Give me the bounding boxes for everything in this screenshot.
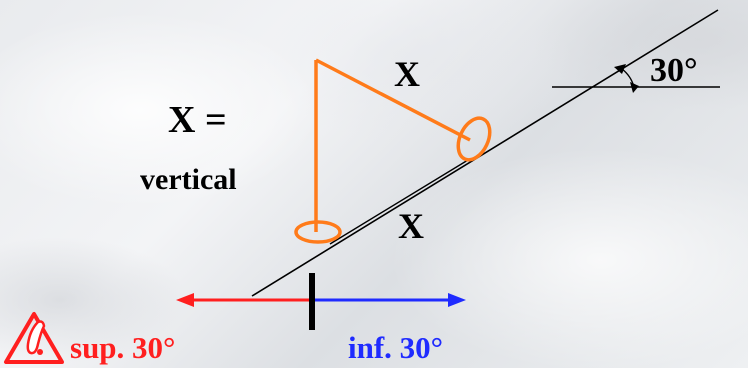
x-top-label: X — [394, 54, 420, 94]
vertical-label: vertical — [140, 163, 237, 196]
angle-arrow-top — [614, 64, 626, 74]
slope-line — [251, 9, 719, 297]
base-ring-left — [294, 220, 342, 244]
x-equals-label: X = — [168, 99, 227, 141]
diagonal-stick — [315, 58, 471, 142]
sup-label: sup. 30° — [70, 330, 175, 365]
angle-label: 30° — [650, 52, 698, 89]
inf-arrowhead — [448, 293, 466, 307]
inf-label: inf. 30° — [348, 330, 443, 365]
parallel-measure-line — [329, 159, 469, 245]
angle-arrow-bottom — [630, 82, 639, 93]
base-ring-right — [456, 116, 492, 162]
x-bottom-label: X — [398, 206, 424, 246]
sup-arrowhead — [176, 293, 194, 307]
warning-triangle-icon — [4, 312, 64, 364]
